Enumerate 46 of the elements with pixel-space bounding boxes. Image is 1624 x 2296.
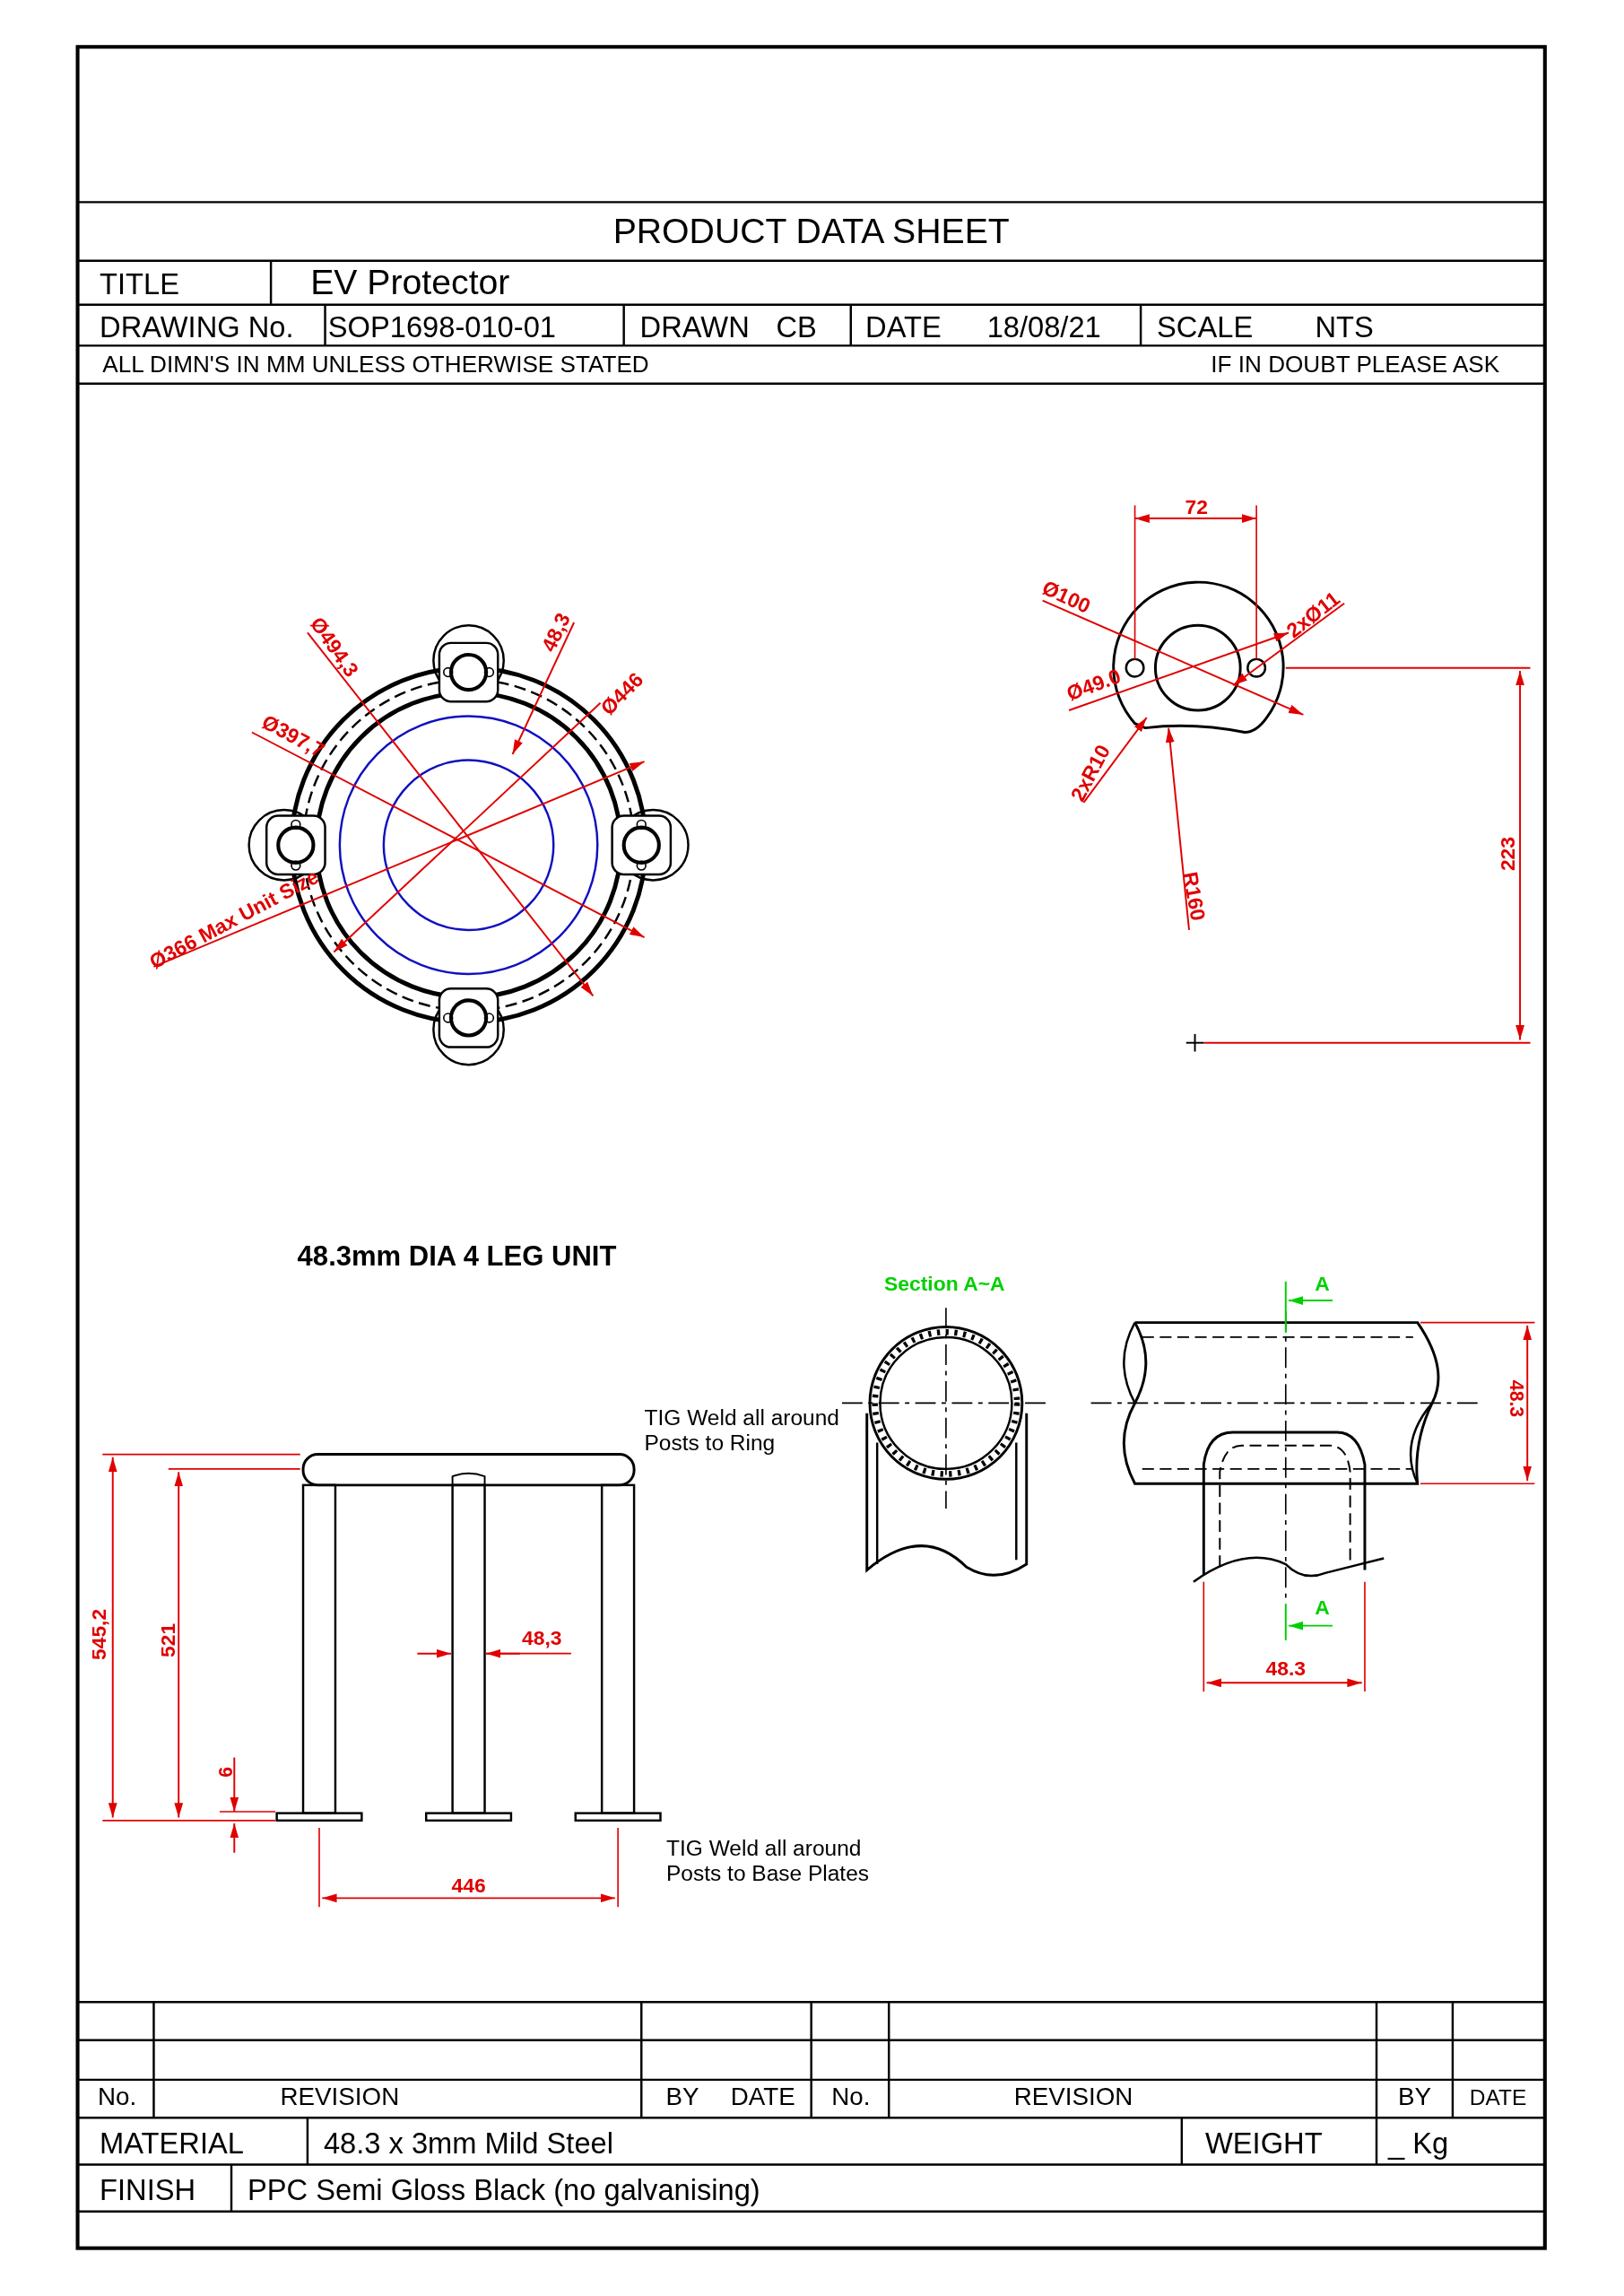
field-label: TITLE [100, 267, 179, 300]
column-header: REVISION [1013, 2083, 1133, 2112]
dimension-text: 48,3 [521, 1627, 562, 1650]
scale-value: NTS [1315, 310, 1374, 344]
drawing-date: 18/08/21 [986, 310, 1101, 344]
field-label: DRAWN [639, 310, 750, 344]
drawing-number: SOP1698-010-01 [327, 310, 556, 344]
material-value: 48.3 x 3mm Mild Steel [323, 2126, 613, 2160]
finish-value: PPC Semi Gloss Black (no galvanising) [248, 2173, 760, 2206]
field-label: FINISH [100, 2173, 196, 2206]
dimension-text: Ø100 [1038, 577, 1094, 619]
weld-note: TIG Weld all around Posts to Base Plates [666, 1836, 871, 1885]
dimension-text: 223 [1497, 836, 1520, 872]
dimension-text: Ø49.0 [1064, 665, 1125, 706]
dimension-text: 545,2 [88, 1608, 111, 1661]
column-header: No. [98, 2083, 137, 2112]
column-header: DATE [1469, 2085, 1527, 2110]
section-mark: A [1315, 1596, 1330, 1620]
column-header: BY [1397, 2083, 1431, 2112]
note-text: IF IN DOUBT PLEASE ASK [1211, 351, 1500, 378]
drawer-initials: CB [776, 310, 817, 344]
note-text: ALL DIMN'S IN MM UNLESS OTHERWISE STATED [102, 351, 649, 378]
product-title: EV Protector [310, 263, 510, 303]
dimension-text: 48.3 [1265, 1657, 1306, 1681]
field-label: DRAWING No. [100, 310, 294, 344]
dimension-text: R160 [1177, 870, 1209, 923]
dimension-text: 72 [1185, 496, 1208, 519]
column-header: BY [665, 2083, 699, 2112]
column-header: DATE [730, 2083, 795, 2112]
column-header: REVISION [280, 2083, 400, 2112]
section-title: Section A~A [884, 1273, 1005, 1296]
field-label: MATERIAL [100, 2126, 244, 2160]
weld-note: TIG Weld all around Posts to Ring [644, 1405, 840, 1455]
weight-value: _ Kg [1388, 2126, 1449, 2160]
dimension-text: 6 [216, 1767, 238, 1778]
field-label: DATE [865, 310, 942, 344]
field-label: SCALE [1157, 310, 1254, 344]
dimension-text: 521 [157, 1622, 180, 1658]
view-title: 48.3mm DIA 4 LEG UNIT [297, 1241, 617, 1273]
field-label: WEIGHT [1204, 2126, 1323, 2160]
section-mark: A [1315, 1273, 1330, 1296]
dimension-text: 446 [451, 1874, 486, 1898]
sheet-title: PRODUCT DATA SHEET [612, 212, 1010, 251]
dimension-text: 48,3 [537, 610, 576, 656]
column-header: No. [831, 2083, 871, 2112]
dimension-text: 48.3 [1505, 1379, 1526, 1418]
